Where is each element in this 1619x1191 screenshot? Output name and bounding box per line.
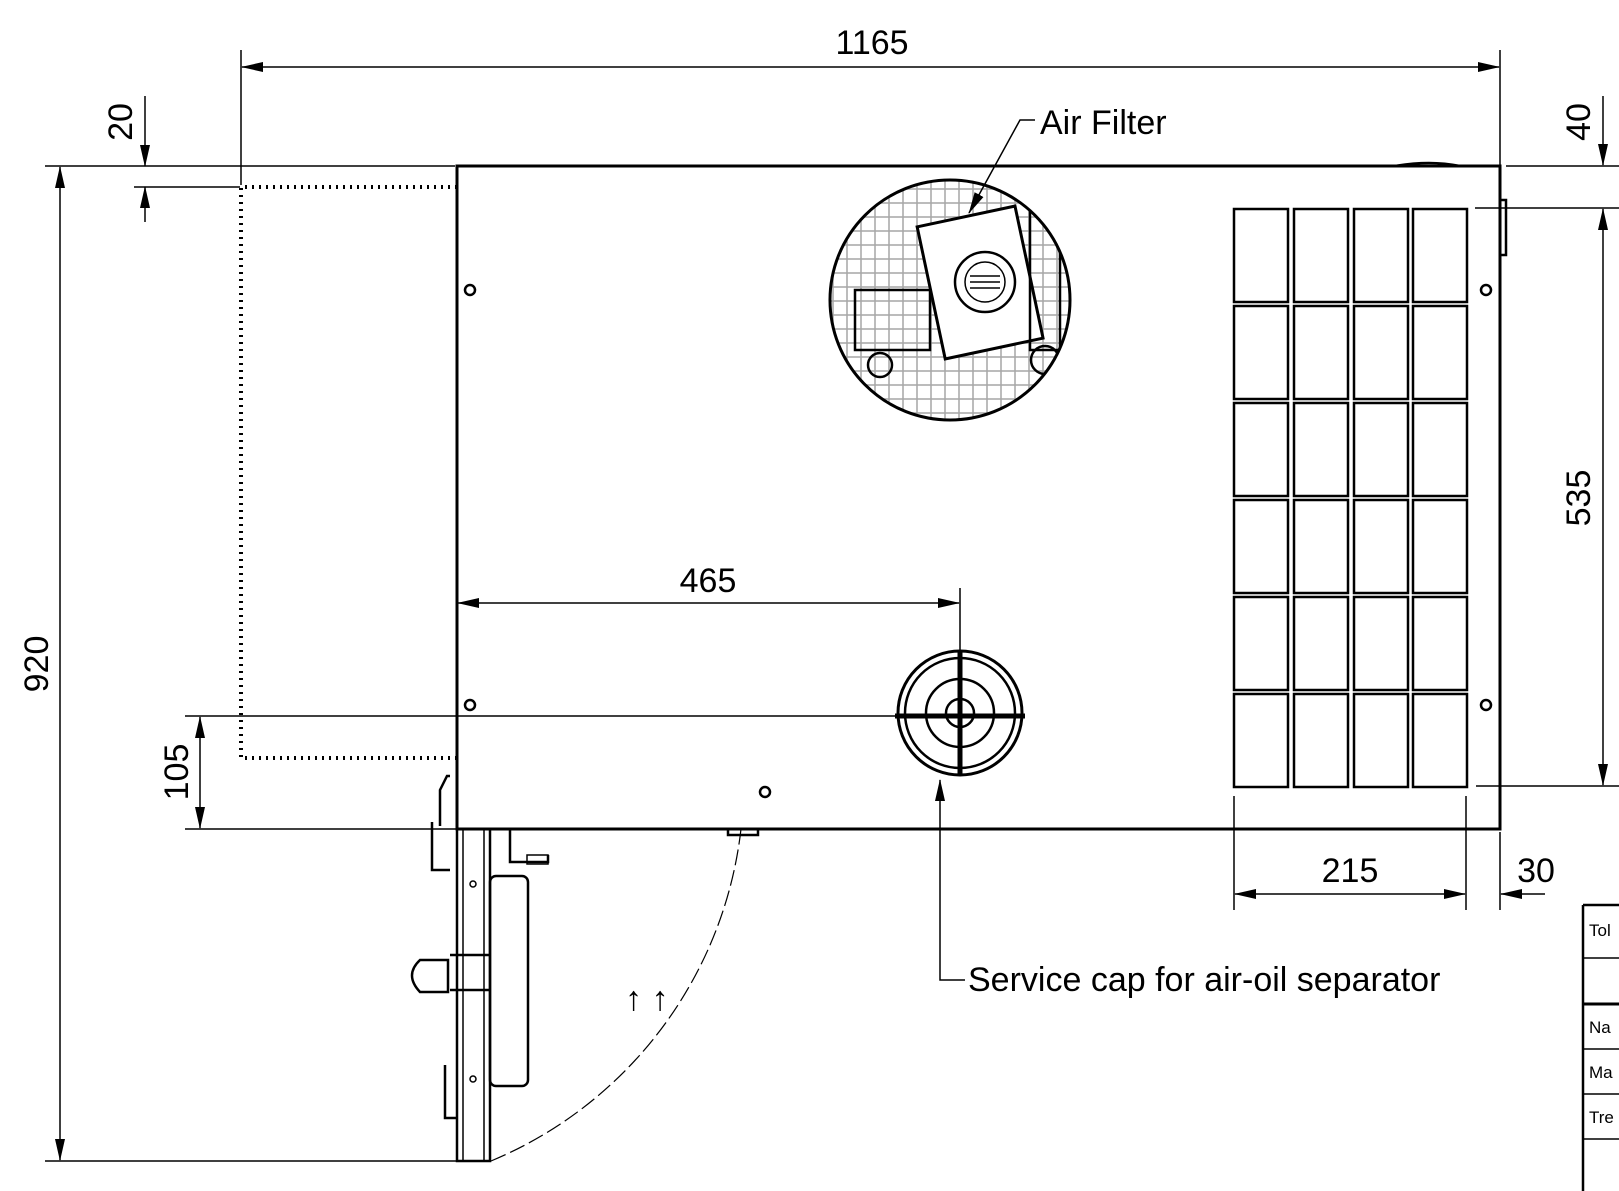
dim-right-top-offset: 40: [1560, 103, 1598, 141]
grille-cell: [1411, 304, 1469, 401]
grille-cell: [1292, 595, 1350, 692]
air-filter-detail: [828, 178, 1072, 422]
ventilation-grille: [1232, 207, 1469, 789]
door-assembly: ↑ ↑: [410, 774, 742, 1163]
grille-cell: [1411, 595, 1469, 692]
grille-cell: [1411, 401, 1469, 498]
title-block-tolerance: Tol: [1589, 921, 1611, 940]
clearance-outline: [239, 185, 457, 760]
title-block: Tol Na Ma Tre: [1581, 903, 1619, 1191]
mounting-hole: [758, 785, 772, 799]
grille-cell: [1352, 401, 1410, 498]
grille-cell: [1292, 692, 1350, 789]
mounting-hole: [463, 283, 477, 297]
grille-cell: [1232, 498, 1290, 595]
dim-grille-height: 535: [1560, 470, 1598, 527]
dim-top-offset: 20: [102, 103, 140, 141]
service-cap-label: Service cap for air-oil separator: [968, 961, 1440, 999]
service-cap: [895, 649, 1025, 777]
title-block-treatment: Tre: [1589, 1108, 1614, 1127]
dim-overall-width: 1165: [835, 24, 908, 62]
dim-grille-right-margin: 30: [1517, 852, 1555, 890]
grille-cell: [1352, 692, 1410, 789]
dimension-lines: [45, 50, 1619, 1162]
door-open-arrows: ↑ ↑: [625, 980, 668, 1018]
dim-cap-offset-x: 465: [680, 562, 737, 600]
grille-cell: [1352, 498, 1410, 595]
mounting-hole: [463, 698, 477, 712]
dim-overall-height: 920: [18, 636, 56, 693]
service-cap-leader: [935, 779, 965, 981]
grille-cell: [1411, 207, 1469, 304]
grille-cell: [1352, 207, 1410, 304]
grille-cell: [1292, 304, 1350, 401]
grille-cell: [1232, 207, 1290, 304]
cabinet-top-view: [455, 161, 1508, 837]
grille-cell: [1292, 401, 1350, 498]
door-swing-arc: [490, 828, 742, 1162]
mounting-hole: [1479, 698, 1493, 712]
air-filter-label: Air Filter: [1040, 104, 1167, 142]
grille-cell: [1292, 498, 1350, 595]
dim-grille-width: 215: [1322, 852, 1379, 890]
dim-cap-offset-y: 105: [158, 744, 196, 801]
grille-cell: [1411, 498, 1469, 595]
grille-cell: [1411, 692, 1469, 789]
title-block-material: Ma: [1589, 1063, 1613, 1082]
grille-cell: [1232, 304, 1290, 401]
grille-cell: [1232, 692, 1290, 789]
grille-cell: [1352, 595, 1410, 692]
grille-cell: [1232, 595, 1290, 692]
grille-cell: [1292, 207, 1350, 304]
air-filter-leader: [968, 119, 1035, 214]
grille-cell: [1232, 401, 1290, 498]
mounting-hole: [1479, 283, 1493, 297]
title-block-name: Na: [1589, 1018, 1611, 1037]
grille-cell: [1352, 304, 1410, 401]
